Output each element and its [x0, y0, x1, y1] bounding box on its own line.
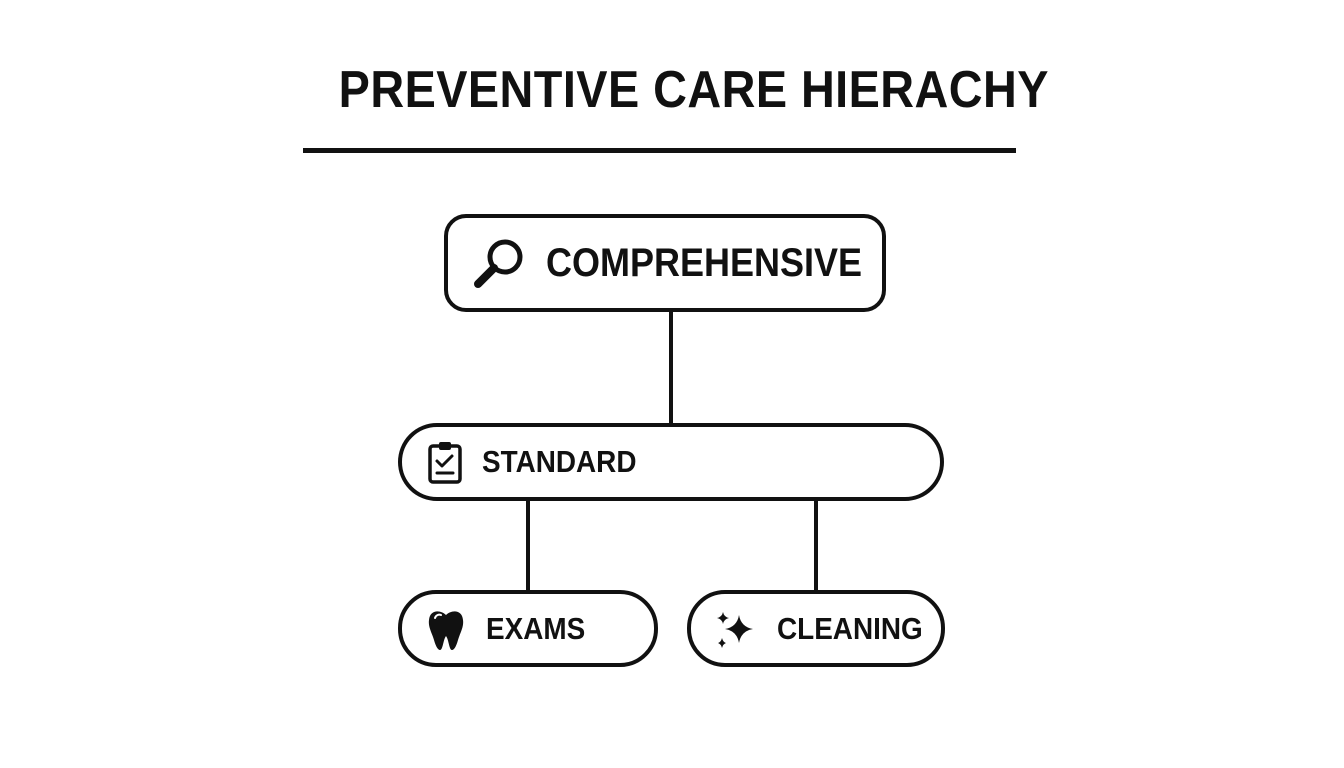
edge-standard-cleaning [814, 499, 818, 592]
node-exams: EXAMS [398, 590, 658, 667]
node-standard: STANDARD [398, 423, 944, 501]
tooth-icon [426, 607, 466, 651]
node-cleaning: CLEANING [687, 590, 945, 667]
node-label: EXAMS [486, 610, 586, 646]
edge-standard-exams [526, 499, 530, 592]
edge-comprehensive-standard [669, 310, 673, 425]
sparkle-icon [715, 607, 757, 651]
node-comprehensive: COMPREHENSIVE [444, 214, 886, 312]
node-label: CLEANING [777, 610, 923, 646]
title-underline [303, 148, 1016, 153]
magnifying-glass-icon [470, 233, 530, 293]
node-label: STANDARD [482, 444, 637, 479]
clipboard-check-icon [426, 439, 464, 485]
node-label: COMPREHENSIVE [546, 240, 863, 285]
page-title: PREVENTIVE CARE HIERACHY [338, 61, 1049, 119]
